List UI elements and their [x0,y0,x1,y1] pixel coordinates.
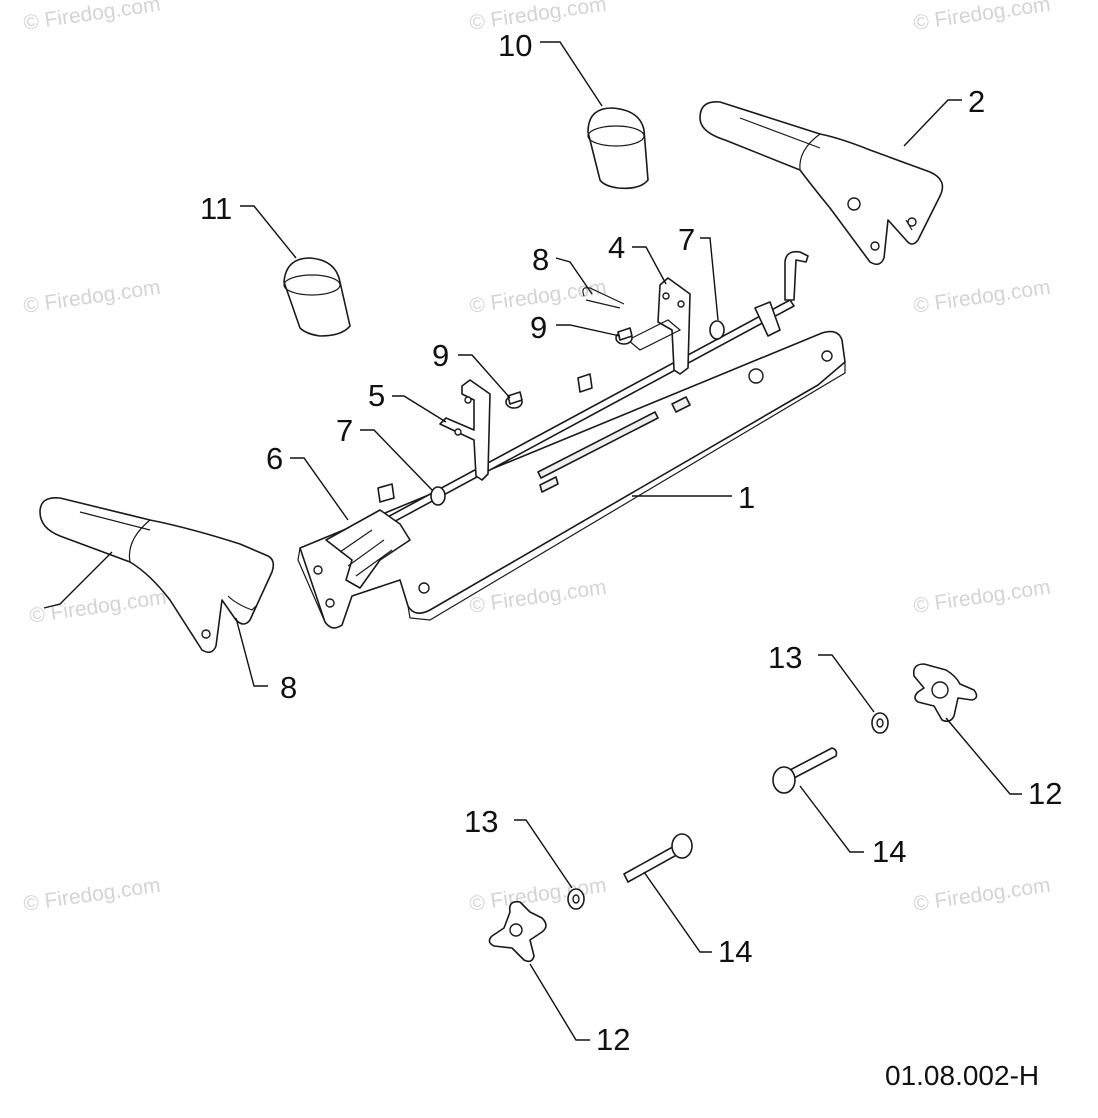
callout-13: 13 [768,640,803,675]
part-4-right-bracket [626,277,691,375]
part-14-carriage-bolt [623,833,693,883]
leader-lines [43,41,1022,1041]
part-9-bolt [505,391,523,409]
drawing-code: 01.08.002-H [885,1060,1040,1091]
callout-7: 7 [678,222,696,257]
callout-8: 8 [532,242,550,277]
callout-14: 14 [718,934,753,969]
callout-8: 8 [280,670,298,705]
shaft-tab [377,483,395,503]
part-14-carriage-bolt [772,747,838,794]
callout-9: 9 [530,310,548,345]
washer-hole [876,718,884,728]
callout-10: 10 [498,28,533,63]
part-8-left-handle [39,496,275,654]
callout-9: 9 [432,338,450,373]
part-1-bracket-plate [297,330,846,629]
part-11-knob [283,257,351,337]
part-2-right-handle [699,101,944,266]
callout-4: 4 [608,230,626,265]
callout-2: 2 [968,84,986,119]
callout-7: 7 [336,413,354,448]
part-7-spacer [709,320,725,340]
shaft-tab [577,373,593,393]
callout-5: 5 [368,378,386,413]
callout-14: 14 [872,834,907,869]
part-12-star-knob [488,900,547,963]
callout-13: 13 [464,804,499,839]
callout-12: 12 [1028,776,1063,811]
part-8-hairpin-clip [582,287,625,309]
callout-12: 12 [596,1022,631,1057]
part-5-left-bracket [439,379,491,481]
callout-1: 1 [738,480,756,515]
part-10-knob [587,107,649,190]
washer-hole [572,894,580,904]
part-9-bolt [615,327,633,345]
part-6-latch [325,509,411,589]
part-12-star-knob [912,663,978,723]
callout-6: 6 [266,441,284,476]
callout-11: 11 [200,191,233,226]
part-7-spring [754,301,781,337]
part-7-spacer [430,486,446,506]
